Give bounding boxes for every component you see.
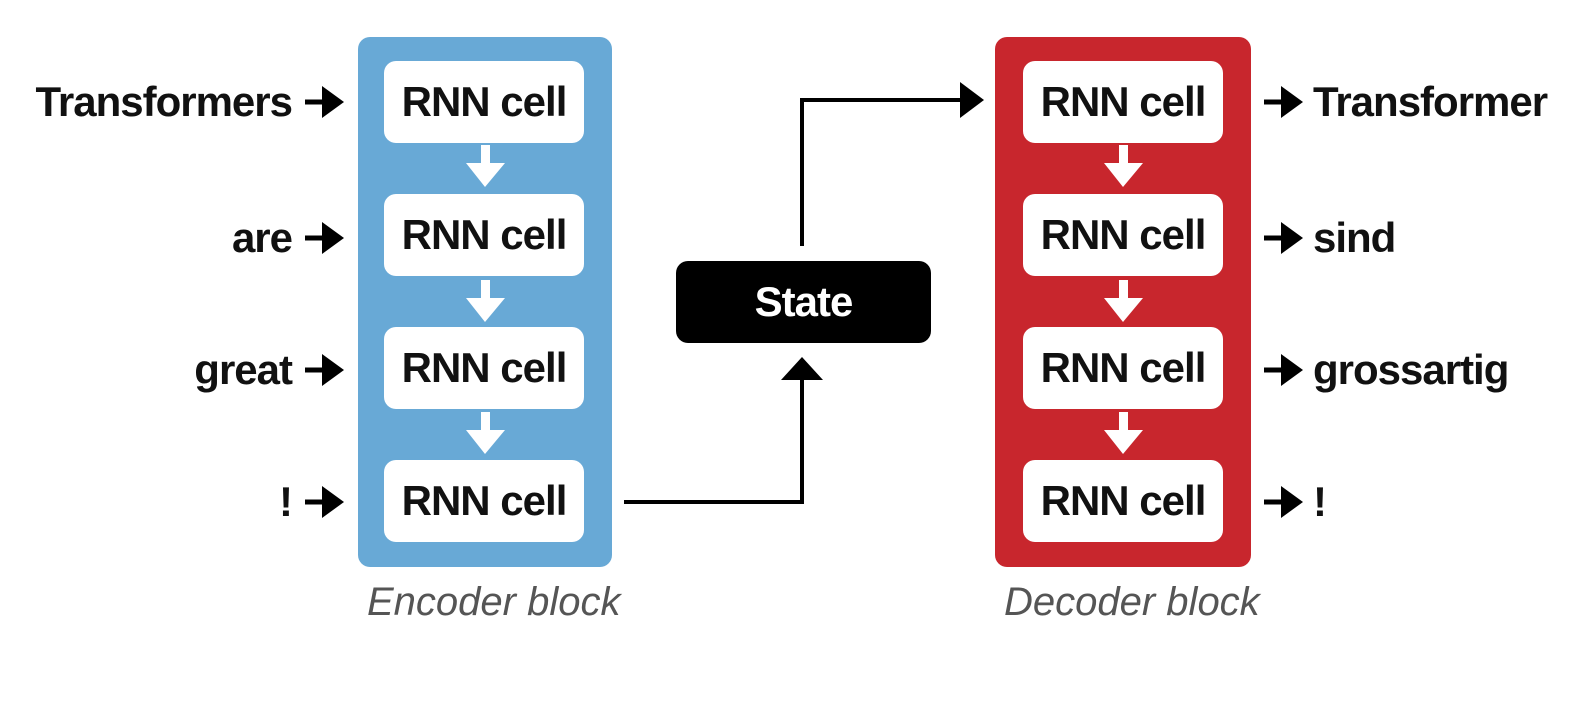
encoder-cell-2: RNN cell — [384, 194, 584, 276]
input-word-3: great — [194, 346, 293, 393]
output-arrows — [1264, 86, 1303, 518]
output-word-1: Transformer — [1313, 78, 1548, 125]
encoder-caption: Encoder block — [367, 580, 621, 624]
output-word-4: ! — [1313, 478, 1327, 525]
encoder-cell-4: RNN cell — [384, 460, 584, 542]
input-arrows — [305, 86, 344, 518]
decoder-cell-1: RNN cell — [1023, 61, 1223, 143]
decoder-block: RNN cell RNN cell RNN cell RNN cell — [995, 37, 1251, 567]
output-word-3: grossartig — [1313, 346, 1509, 393]
decoder-cell-2: RNN cell — [1023, 194, 1223, 276]
input-word-4: ! — [279, 478, 293, 525]
decoder-caption: Decoder block — [1004, 580, 1260, 624]
input-word-2: are — [231, 214, 293, 261]
encoder-block: RNN cell RNN cell RNN cell RNN cell — [358, 37, 612, 567]
state-to-decoder-line — [800, 98, 962, 246]
state-in-arrowhead — [781, 357, 823, 380]
decoder-in-arrowhead — [960, 82, 984, 118]
input-word-1: Transformers — [35, 78, 293, 125]
output-word-2: sind — [1313, 214, 1396, 261]
decoder-cell-4: RNN cell — [1023, 460, 1223, 542]
encoder-cell-1: RNN cell — [384, 61, 584, 143]
encoder-to-state-line — [624, 378, 804, 504]
state-box: State — [676, 261, 931, 343]
encoder-cell-3: RNN cell — [384, 327, 584, 409]
decoder-cell-3: RNN cell — [1023, 327, 1223, 409]
